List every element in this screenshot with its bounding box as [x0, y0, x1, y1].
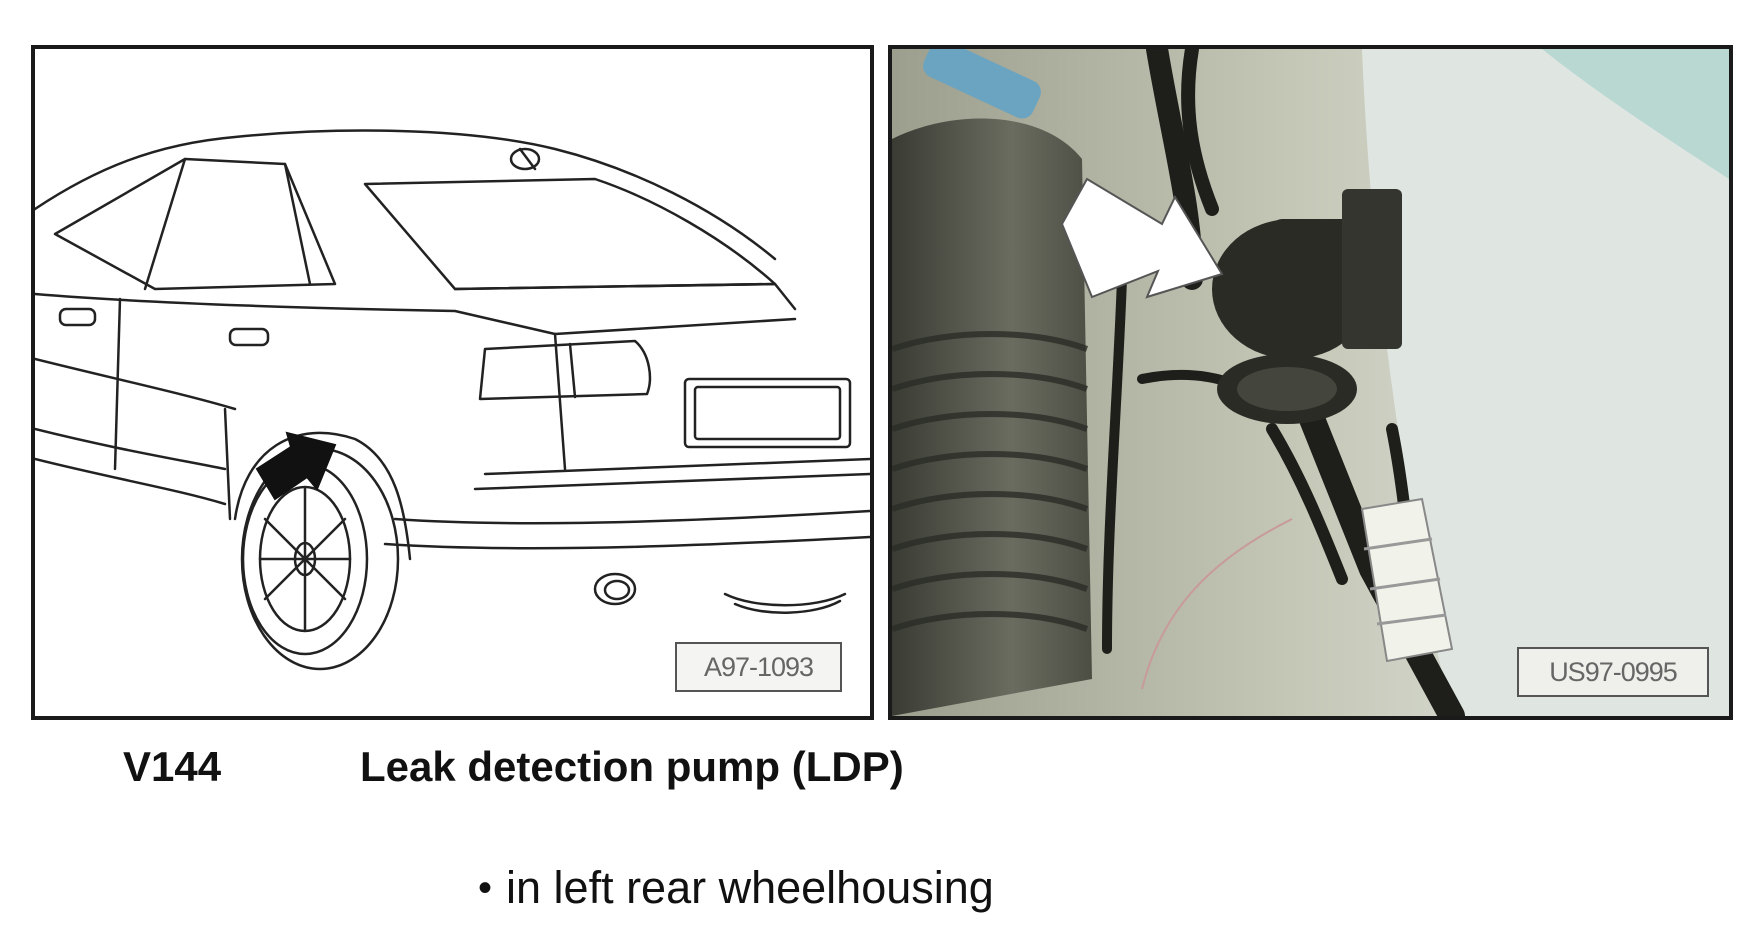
bullet-icon: •: [478, 865, 493, 910]
figure-reference-left: A97-1093: [675, 642, 842, 692]
wheelhousing-illustration: [892, 49, 1729, 716]
location-text: in left rear wheelhousing: [506, 862, 994, 913]
figure-reference-right: US97-0995: [1517, 647, 1709, 697]
component-code: V144: [123, 743, 222, 790]
location-note: • in left rear wheelhousing: [478, 862, 994, 914]
wheelhousing-photo: US97-0995: [888, 45, 1733, 720]
car-line-drawing: [35, 129, 870, 671]
component-name: Leak detection pump (LDP): [360, 743, 904, 790]
car-rear-illustration: A97-1093: [31, 45, 874, 720]
